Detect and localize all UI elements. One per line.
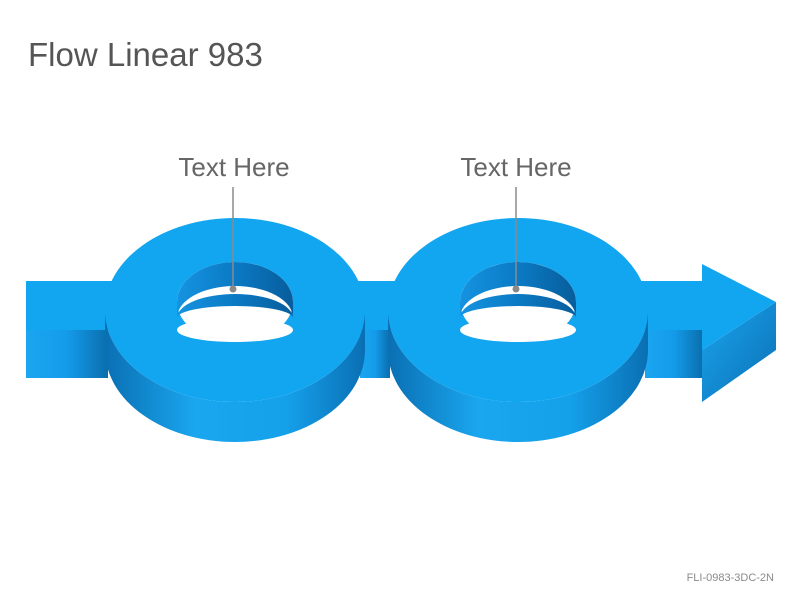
callout-dot-1 (229, 285, 237, 293)
callout-dot-2 (512, 285, 520, 293)
callout-leader-2 (512, 187, 520, 293)
arrow-head (702, 264, 776, 402)
shaft-top-left (26, 281, 118, 330)
arrow-head-top (702, 264, 776, 350)
ring-1-hole-wall (177, 262, 293, 318)
ring-2-top (388, 218, 648, 402)
ring-2-side (388, 310, 648, 442)
ring-2-hole (460, 318, 576, 342)
callout-label-1: Text Here (178, 152, 290, 182)
page-title: Flow Linear 983 (28, 36, 263, 73)
shaft-side-right (645, 330, 703, 378)
callout-label-2: Text Here (460, 152, 572, 182)
ring-1-top (105, 218, 365, 402)
ring-1-side (105, 310, 365, 442)
arrow-head-side (702, 302, 776, 402)
ring-1-hole (177, 318, 293, 342)
callout-leader-1 (229, 187, 237, 293)
ring-2-hole-wall (460, 262, 576, 318)
shaft-top-right (640, 281, 705, 330)
footer-code: FLI-0983-3DC-2N (686, 572, 774, 584)
shaft-side-left (26, 330, 108, 378)
ring-1 (105, 218, 365, 442)
ring-2 (388, 218, 648, 442)
